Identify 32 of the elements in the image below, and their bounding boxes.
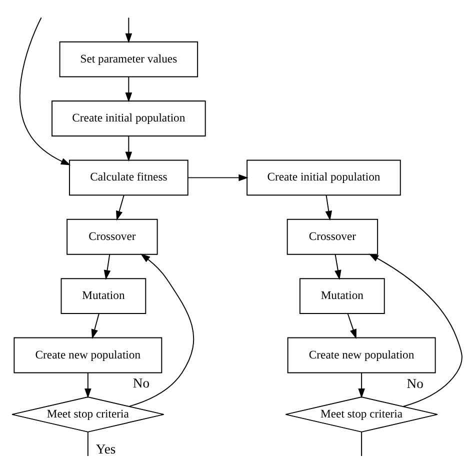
edge-label: No	[406, 376, 424, 391]
connector	[361, 432, 362, 457]
node-box: Mutation	[299, 278, 385, 314]
node-box: Create initial population	[52, 100, 206, 136]
arrow	[358, 372, 365, 398]
arrow	[84, 372, 92, 398]
node-diamond: Meet stop criteria	[12, 396, 164, 432]
node-box: Create new population	[287, 337, 436, 374]
node-box: Create initial population	[246, 160, 401, 196]
arrow	[20, 17, 71, 166]
arrow	[125, 136, 132, 162]
arrow	[334, 254, 342, 280]
arrow	[91, 313, 100, 339]
arrow	[347, 313, 356, 339]
connector	[87, 432, 88, 457]
node-box: Set parameter values	[59, 41, 198, 78]
arrow	[128, 254, 194, 407]
arrow	[116, 194, 124, 221]
node-box: Calculate fitness	[69, 160, 188, 196]
arrow	[125, 17, 132, 44]
edge-label: No	[132, 376, 150, 391]
node-box: Crossover	[286, 218, 378, 255]
arrow	[368, 254, 462, 407]
node-box: Mutation	[60, 278, 146, 314]
node-box: Create new population	[14, 337, 162, 374]
node-diamond: Meet stop criteria	[285, 396, 438, 432]
arrow	[125, 76, 132, 102]
edge-label: Yes	[96, 441, 116, 456]
arrow	[325, 194, 332, 221]
node-box: Crossover	[66, 218, 158, 255]
arrow	[188, 174, 248, 182]
arrow	[104, 254, 111, 280]
